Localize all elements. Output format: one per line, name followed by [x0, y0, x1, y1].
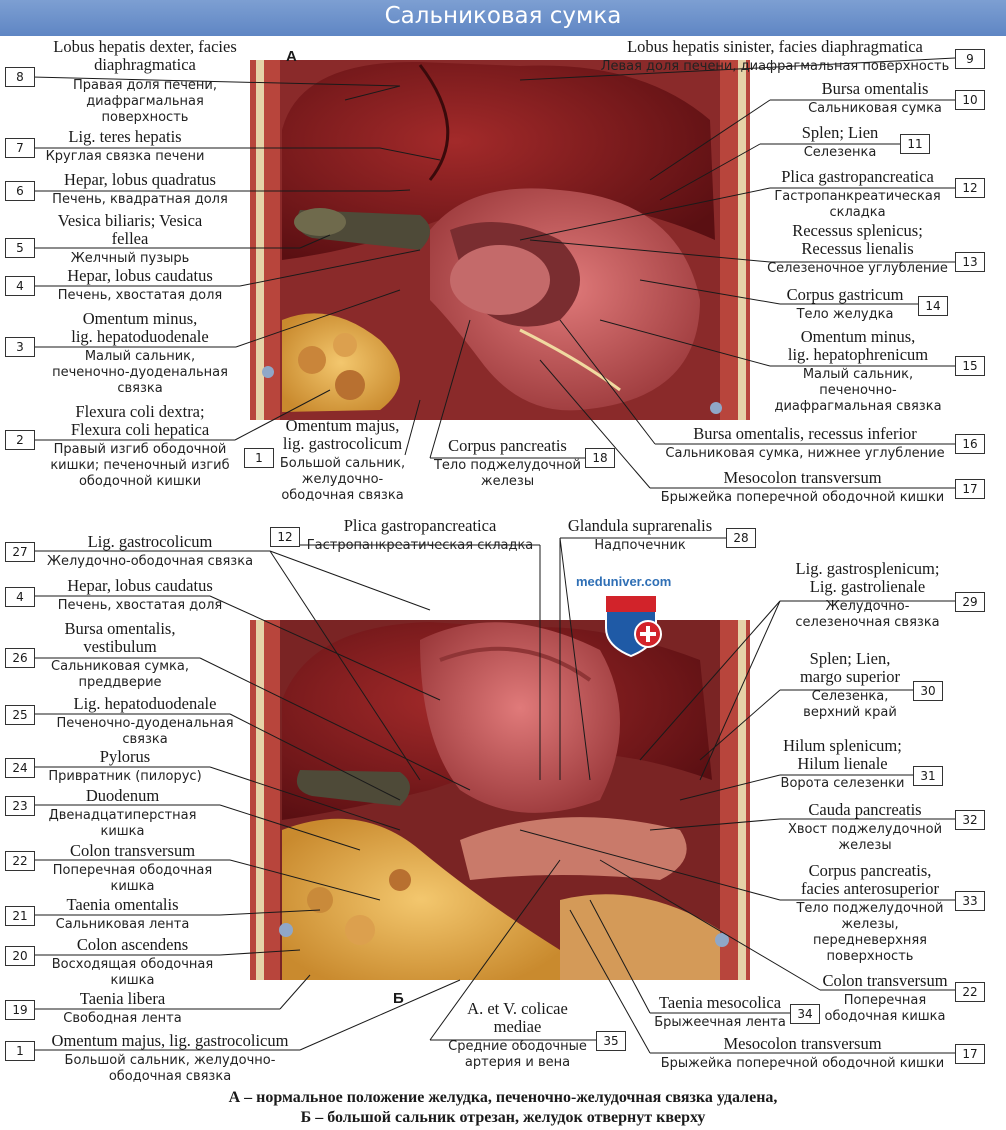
label-number: 1 — [5, 1041, 35, 1061]
label-4b: Hepar, lobus caudatus Печень, хвостатая … — [57, 576, 223, 614]
label-24: Pylorus Привратник (пилорус) — [48, 747, 202, 785]
panel-a-letter: А — [286, 48, 297, 65]
label-number: 6 — [5, 181, 35, 201]
label-number: 8 — [5, 67, 35, 87]
label-9: Lobus hepatis sinister, facies diaphragm… — [600, 37, 950, 75]
label-23: Duodenum Двенадцатиперстная кишка — [48, 786, 197, 840]
label-3: Omentum minus, lig. hepatoduodenale Малы… — [52, 309, 228, 397]
brand-text: meduniver.com — [576, 574, 672, 589]
label-7: Lig. teres hepatis Круглая связка печени — [45, 127, 205, 165]
label-number: 15 — [955, 356, 985, 376]
label-27: Lig. gastrocolicum Желудочно-ободочная с… — [46, 532, 254, 570]
label-28: Glandula suprarenalis Надпочечник — [567, 516, 713, 554]
label-31: Hilum splenicum; Hilum lienale Ворота се… — [780, 736, 905, 792]
label-34: Taenia mesocolica Брыжеечная лента — [654, 993, 786, 1031]
label-13: Recessus splenicus; Recessus lienalis Се… — [767, 221, 948, 277]
label-number: 10 — [955, 90, 985, 110]
label-number: 24 — [5, 758, 35, 778]
label-number: 17 — [955, 1044, 985, 1064]
caption-line-1: А – нормальное положение желудка, печено… — [228, 1089, 778, 1106]
label-number: 2 — [5, 430, 35, 450]
label-number: 4 — [5, 276, 35, 296]
label-number: 3 — [5, 337, 35, 357]
label-number: 27 — [5, 542, 35, 562]
panel-b-illustration — [250, 366, 750, 980]
label-20: Colon ascendens Восходящая ободочная киш… — [51, 935, 214, 989]
label-17b: Mesocolon transversum Брыжейка поперечно… — [660, 1034, 945, 1072]
label-10: Bursa omentalis Сальниковая сумка — [808, 79, 942, 117]
panel-b-letter: Б — [393, 990, 404, 1007]
label-number: 26 — [5, 648, 35, 668]
label-number: 22 — [955, 982, 985, 1002]
label-number: 33 — [955, 891, 985, 911]
label-22b: Colon transversum Поперечная ободочная к… — [822, 971, 948, 1025]
label-number: 4 — [5, 587, 35, 607]
label-number: 23 — [5, 796, 35, 816]
label-29: Lig. gastrosplenicum; Lig. gastrolienale… — [795, 559, 940, 631]
brand-shield-icon — [605, 595, 662, 658]
label-18: Corpus pancreatis Тело поджелудочной жел… — [433, 436, 581, 490]
label-number: 28 — [726, 528, 756, 548]
label-11: Splen; Lien Селезенка — [801, 123, 879, 161]
title-bar: Сальниковая сумка — [0, 0, 1006, 36]
label-33: Corpus pancreatis, facies anterosuperior… — [796, 861, 944, 965]
label-16: Bursa omentalis, recessus inferior Сальн… — [665, 424, 945, 462]
label-1: Omentum majus, lig. gastrocolicum Большо… — [279, 416, 406, 504]
label-30: Splen; Lien, margo superior Селезенка, в… — [799, 649, 901, 721]
label-number: 12 — [955, 178, 985, 198]
label-35: A. et V. colicae mediae Средние ободочны… — [448, 999, 587, 1071]
label-number: 31 — [913, 766, 943, 786]
label-number: 17 — [955, 479, 985, 499]
label-19: Taenia libera Свободная лента — [63, 989, 182, 1027]
label-number: 18 — [585, 448, 615, 468]
label-number: 14 — [918, 296, 948, 316]
label-5: Vesica biliaris; Vesica fellea Желчный п… — [57, 211, 203, 267]
label-17: Mesocolon transversum Брыжейка поперечно… — [660, 468, 945, 506]
label-number: 13 — [955, 252, 985, 272]
page-title: Сальниковая сумка — [384, 3, 622, 29]
label-number: 22 — [5, 851, 35, 871]
label-14: Corpus gastricum Тело желудка — [786, 285, 904, 323]
label-26: Bursa omentalis, vestibulum Сальниковая … — [51, 619, 189, 691]
label-number: 7 — [5, 138, 35, 158]
label-number: 35 — [596, 1031, 626, 1051]
label-number: 25 — [5, 705, 35, 725]
label-1b: Omentum majus, lig. gastrocolicum Большо… — [51, 1031, 289, 1085]
label-number: 32 — [955, 810, 985, 830]
label-12b: Plica gastropancreatica Гастропанкреатич… — [306, 516, 534, 554]
panel-a-leader-lines — [31, 57, 956, 489]
label-number: 1 — [244, 448, 274, 468]
label-number: 20 — [5, 946, 35, 966]
label-4: Hepar, lobus caudatus Печень, хвостатая … — [57, 266, 223, 304]
label-number: 30 — [913, 681, 943, 701]
label-8: Lobus hepatis dexter, facies diaphragmat… — [53, 37, 237, 126]
label-number: 21 — [5, 906, 35, 926]
panel-b-leader-lines — [32, 537, 955, 1054]
label-15: Omentum minus, lig. hepatophrenicum Малы… — [774, 327, 942, 415]
label-number: 12 — [270, 527, 300, 547]
label-2: Flexura coli dextra; Flexura coli hepati… — [50, 402, 230, 490]
panel-a-illustration — [250, 60, 750, 420]
caption-line-2: Б – большой сальник отрезан, желудок отв… — [300, 1109, 706, 1126]
label-6: Hepar, lobus quadratus Печень, квадратна… — [52, 170, 228, 208]
label-12: Plica gastropancreatica Гастропанкреатич… — [774, 167, 941, 221]
label-number: 34 — [790, 1004, 820, 1024]
label-25: Lig. hepatoduodenale Печеночно-дуоденаль… — [56, 694, 234, 748]
label-number: 19 — [5, 1000, 35, 1020]
label-32: Cauda pancreatis Хвост поджелудочной жел… — [787, 800, 943, 854]
label-number: 9 — [955, 49, 985, 69]
label-number: 11 — [900, 134, 930, 154]
label-number: 29 — [955, 592, 985, 612]
label-number: 5 — [5, 238, 35, 258]
label-21: Taenia omentalis Сальниковая лента — [55, 895, 190, 933]
label-22: Colon transversum Поперечная ободочная к… — [52, 841, 213, 895]
label-number: 16 — [955, 434, 985, 454]
